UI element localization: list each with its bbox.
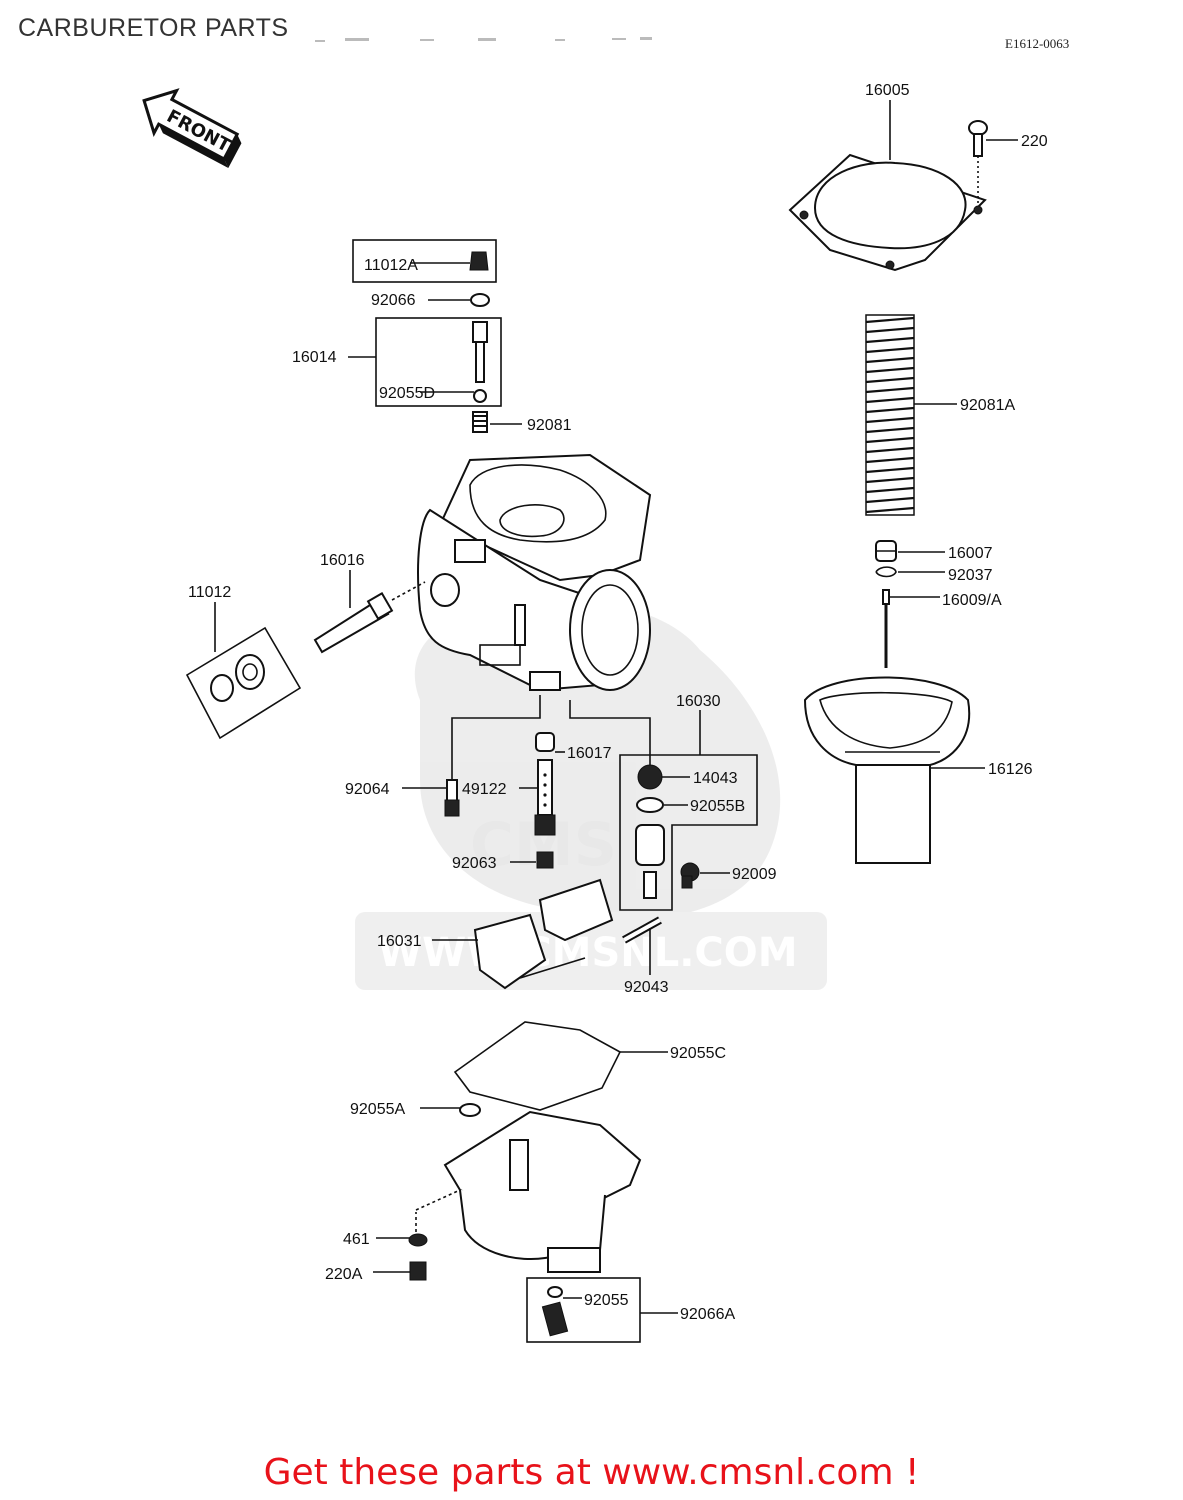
screw-220A — [409, 1261, 427, 1281]
part-label-14043: 14043 — [693, 770, 738, 787]
part-label-49122: 49122 — [462, 781, 507, 798]
part-label-92055D: 92055D — [379, 385, 435, 402]
part-label-11012: 11012 — [188, 584, 231, 601]
part-label-92043: 92043 — [624, 979, 669, 996]
float-16031 — [473, 878, 614, 990]
page-title: CARBURETOR PARTS — [18, 14, 289, 42]
part-label-92055: 92055 — [584, 1292, 629, 1309]
part-label-92066: 92066 — [371, 292, 416, 309]
part-label-16030: 16030 — [676, 693, 721, 710]
watermark-banner-box — [355, 912, 827, 990]
part-labels: 16005 220 11012A 92066 16014 92055D 9208… — [188, 82, 1048, 1323]
part-label-16014: 16014 — [292, 349, 337, 366]
part-label-16016: 16016 — [320, 552, 365, 569]
main-jet-92063 — [536, 851, 554, 869]
part-label-92064: 92064 — [345, 781, 390, 798]
carburetor-body — [417, 453, 652, 692]
part-label-16009A: 16009/A — [942, 592, 1002, 609]
clip-92037 — [875, 566, 897, 578]
needle-jet-16017 — [535, 732, 555, 752]
plug-11012 — [185, 626, 302, 740]
o-ring-92055A — [459, 1103, 481, 1117]
jet-needle-16009 — [882, 589, 890, 668]
spring-92081 — [472, 411, 488, 433]
front-arrow: FRONT — [142, 88, 242, 169]
pilot-air-jet-16016 — [313, 581, 426, 654]
needle-holder-16007 — [875, 540, 897, 562]
part-label-92055C: 92055C — [670, 1045, 726, 1062]
part-label-461: 461 — [343, 1231, 370, 1248]
drain-screw-set-92066A — [526, 1277, 641, 1343]
part-label-92055B: 92055B — [690, 798, 745, 815]
float-bowl — [443, 1110, 642, 1273]
watermark-logo-shape — [414, 603, 781, 920]
part-label-220: 220 — [1021, 133, 1048, 150]
part-label-92037: 92037 — [948, 567, 993, 584]
screw-92009 — [680, 862, 700, 889]
leader-lines — [214, 100, 1018, 1314]
top-cover-16005 — [788, 153, 987, 272]
part-label-16005: 16005 — [865, 82, 910, 99]
part-label-92066A: 92066A — [680, 1306, 735, 1323]
gasket-92055C — [453, 1021, 622, 1111]
part-label-16007: 16007 — [948, 545, 993, 562]
washer-461 — [408, 1233, 428, 1247]
vacuum-piston-16126 — [803, 676, 971, 864]
spring-92081A — [865, 314, 915, 516]
part-label-16031: 16031 — [377, 933, 422, 950]
part-label-92055A: 92055A — [350, 1101, 405, 1118]
part-label-11012A: 11012A — [364, 257, 418, 274]
bleed-pipe-49122 — [534, 759, 556, 836]
screw-92064 — [444, 779, 460, 817]
shop-link-banner[interactable]: Get these parts at www.cmsnl.com ! — [263, 1452, 920, 1493]
part-label-92063: 92063 — [452, 855, 497, 872]
part-label-16126: 16126 — [988, 761, 1033, 778]
pilot-screw-set-16014 — [375, 317, 502, 407]
part-label-92081: 92081 — [527, 417, 572, 434]
diagram-code: E1612-0063 — [1005, 36, 1070, 51]
watermark-site-text: WWW.CMSNL.COM — [378, 930, 798, 976]
part-label-92081A: 92081A — [960, 397, 1015, 414]
part-label-220A: 220A — [325, 1266, 363, 1283]
front-arrow-icon — [142, 88, 240, 161]
screw-220 — [968, 120, 988, 205]
watermark: WWW.CMSNL.COM CMS — [355, 603, 827, 990]
cap-11012A — [352, 239, 497, 283]
washer-92066 — [470, 293, 490, 307]
part-label-16017: 16017 — [567, 745, 612, 762]
part-label-92009: 92009 — [732, 866, 777, 883]
header-smudges — [315, 37, 652, 42]
pin-92043 — [622, 916, 662, 944]
